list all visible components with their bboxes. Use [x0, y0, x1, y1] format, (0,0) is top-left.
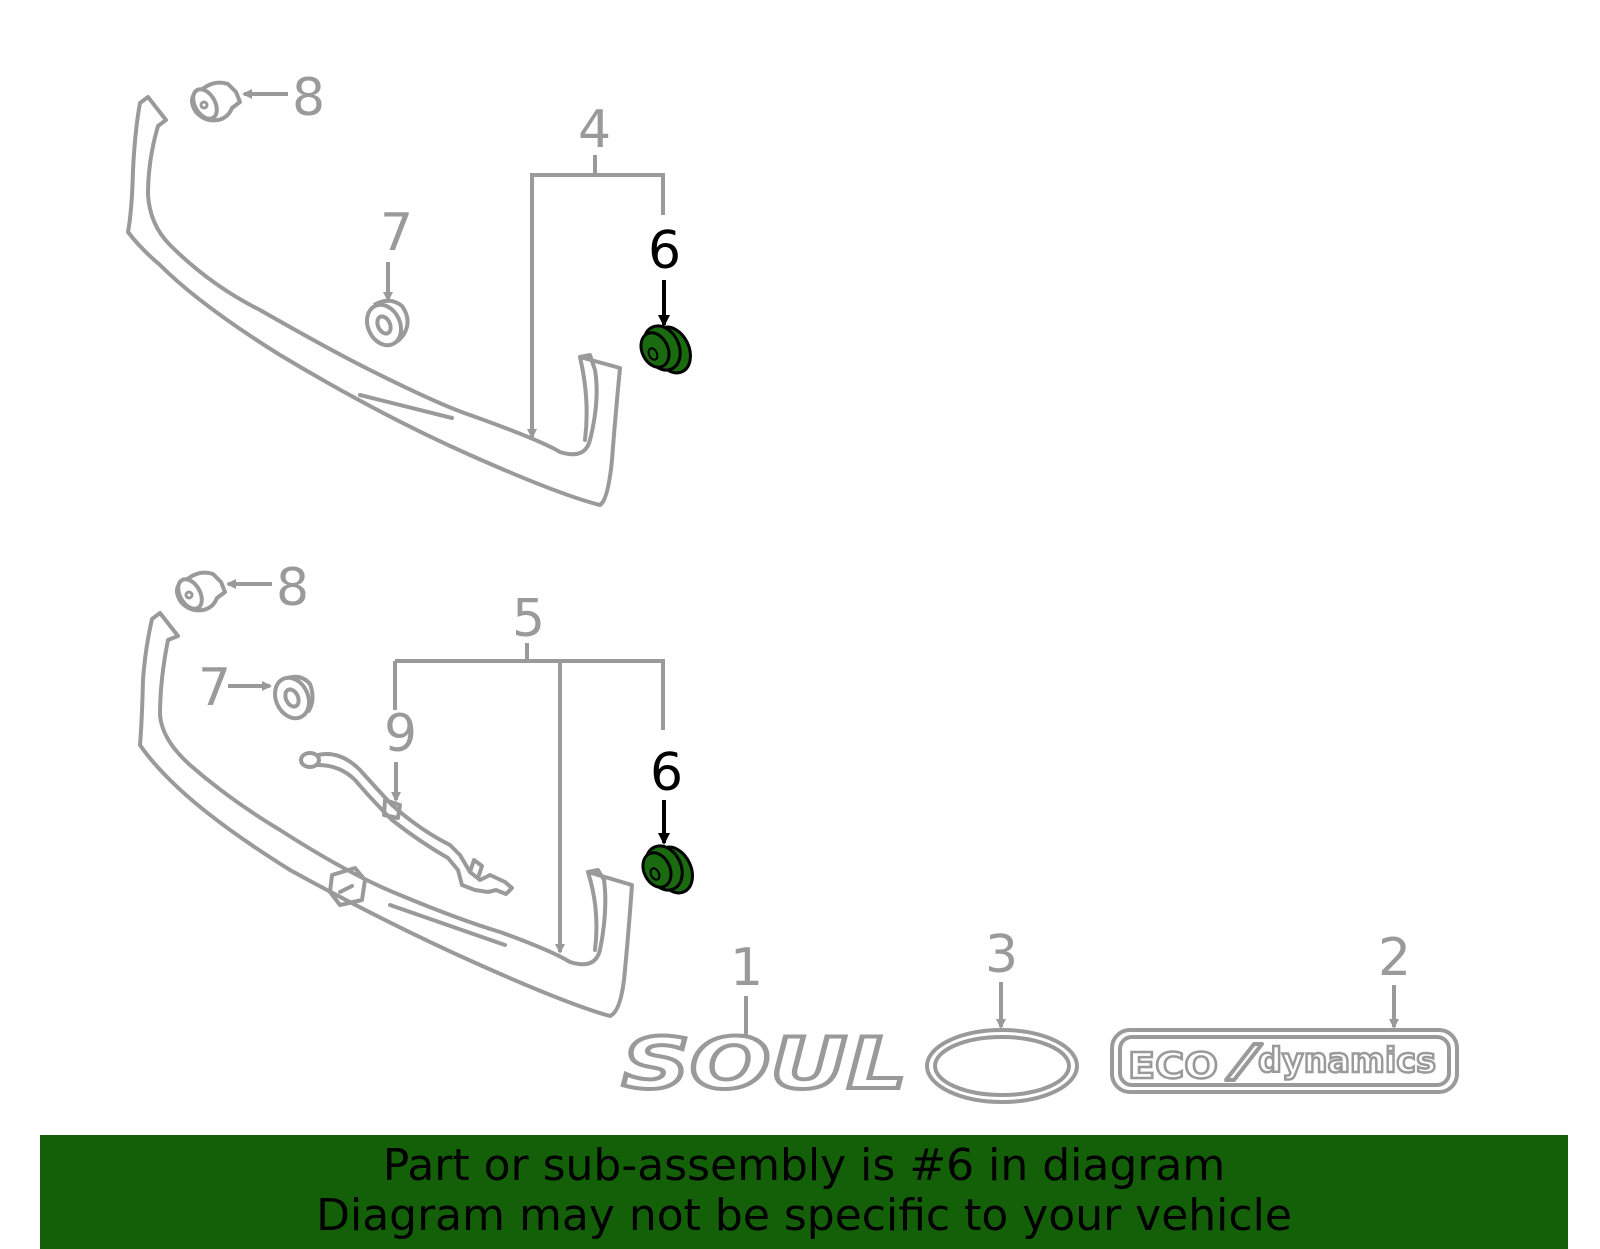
eco-text: ECO [1128, 1046, 1218, 1087]
callout-2: 2 [1378, 928, 1411, 988]
callout-5-bracket [393, 643, 665, 730]
banner-line-1: Part or sub-assembly is #6 in diagram [382, 1140, 1226, 1191]
soul-emblem: SOUL [620, 1021, 909, 1107]
bottom-clip-8 [175, 570, 227, 613]
callout-7-top: 7 [380, 203, 413, 263]
callout-1: 1 [730, 938, 763, 998]
top-garnish-assembly [126, 95, 622, 507]
top-grommet-7 [364, 298, 410, 348]
callout-5: 5 [512, 589, 545, 649]
callout-8-bottom: 8 [276, 558, 309, 618]
bottom-grommet-7 [272, 674, 315, 721]
top-highlighted-part-6 [639, 324, 692, 375]
bottom-garnish-assembly [138, 611, 634, 1018]
bottom-cable-9 [299, 751, 514, 896]
callout-6-bottom: 6 [650, 743, 683, 803]
callout-4-bracket [530, 155, 665, 215]
callout-3: 3 [985, 925, 1018, 985]
info-banner: Part or sub-assembly is #6 in diagram Di… [40, 1135, 1568, 1249]
oval-emblem [925, 1028, 1079, 1104]
callout-6-top: 6 [648, 221, 681, 281]
top-clip-8 [190, 80, 242, 123]
callout-9: 9 [384, 704, 417, 764]
top-garnish-panel [126, 95, 622, 507]
bottom-garnish-panel [138, 611, 634, 1018]
soul-emblem-text: SOUL [622, 1023, 907, 1105]
callout-7-bottom: 7 [198, 658, 231, 718]
dynamics-text: dynamics [1258, 1041, 1436, 1081]
banner-line-2: Diagram may not be specific to your vehi… [316, 1190, 1292, 1241]
callout-8-top: 8 [292, 68, 325, 128]
eco-dynamics-emblem: ECO dynamics [1110, 1028, 1459, 1094]
callout-4: 4 [578, 100, 611, 160]
bottom-highlighted-part-6 [641, 844, 694, 895]
